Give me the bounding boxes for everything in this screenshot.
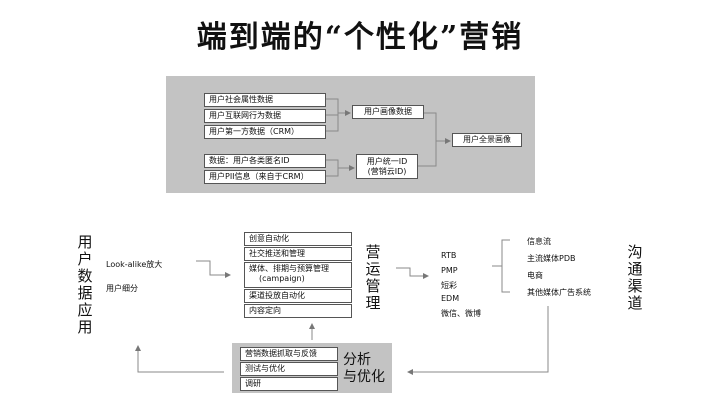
full-profile-box: 用户全景画像	[452, 133, 522, 147]
arrow-to-operations	[196, 260, 231, 278]
operations-management-label: 营运管理	[365, 243, 381, 312]
first-party-data-box: 用户第一方数据（CRM）	[204, 125, 326, 139]
data-capture-box: 营销数据抓取与反馈	[240, 347, 338, 361]
analysis-label-line2: 与优化	[343, 369, 385, 385]
arrow-to-user-data	[135, 345, 224, 373]
channel-edm: EDM	[441, 294, 460, 303]
social-attribute-data-box: 用户社会属性数据	[204, 93, 326, 107]
analysis-optimization-label: 分析 与优化	[343, 352, 385, 386]
communication-channel-label: 沟通渠道	[627, 243, 643, 312]
channel-ecommerce: 电商	[527, 271, 543, 280]
channel-pmp: PMP	[441, 266, 458, 275]
social-push-box: 社交推送和管理	[244, 247, 352, 261]
content-targeting-box: 内容定向	[244, 304, 352, 318]
arrow-to-analysis	[407, 306, 549, 375]
arrow-to-channels	[396, 267, 429, 279]
unified-id-box: 用户统一ID (营销云ID)	[356, 154, 418, 180]
anonymous-id-box: 数据：用户各类匿名ID	[204, 154, 326, 168]
pii-info-box: 用户PII信息（来自于CRM）	[204, 170, 326, 184]
media-budget-box: 媒体、排期与预算管理 (campaign)	[244, 262, 352, 288]
channel-sms: 短彩	[441, 281, 457, 290]
internet-behavior-data-box: 用户互联网行为数据	[204, 109, 326, 123]
channel-rtb: RTB	[441, 251, 457, 260]
campaign-label: (campaign)	[259, 273, 305, 283]
channel-feed: 信息流	[527, 237, 551, 246]
media-budget-label: 媒体、排期与预算管理	[249, 264, 329, 273]
bracket-line-5	[501, 239, 510, 293]
user-data-application-label: 用户数据应用	[77, 233, 93, 336]
channel-pdb: 主流媒体PDB	[527, 254, 576, 263]
channel-other-ad-systems: 其他媒体广告系统	[527, 288, 591, 297]
analysis-label-line1: 分析	[343, 352, 371, 368]
page-title: 端到端的“个性化”营销	[196, 20, 524, 55]
channel-wechat-weibo: 微信、微博	[441, 309, 481, 318]
bracket-line-3	[326, 159, 339, 177]
lookalike-label: Look-alike放大	[106, 260, 163, 269]
marketing-cloud-id-label: (营销云ID)	[367, 166, 407, 176]
unified-id-label: 用户统一ID	[366, 157, 408, 166]
testing-optimization-box: 测试与优化	[240, 362, 338, 376]
channel-automation-box: 渠道投放自动化	[244, 289, 352, 303]
user-profile-data-box: 用户画像数据	[352, 105, 424, 119]
research-box: 调研	[240, 377, 338, 391]
user-segmentation-label: 用户细分	[106, 284, 138, 293]
bracket-line-4	[418, 112, 437, 167]
creative-automation-box: 创意自动化	[244, 232, 352, 246]
